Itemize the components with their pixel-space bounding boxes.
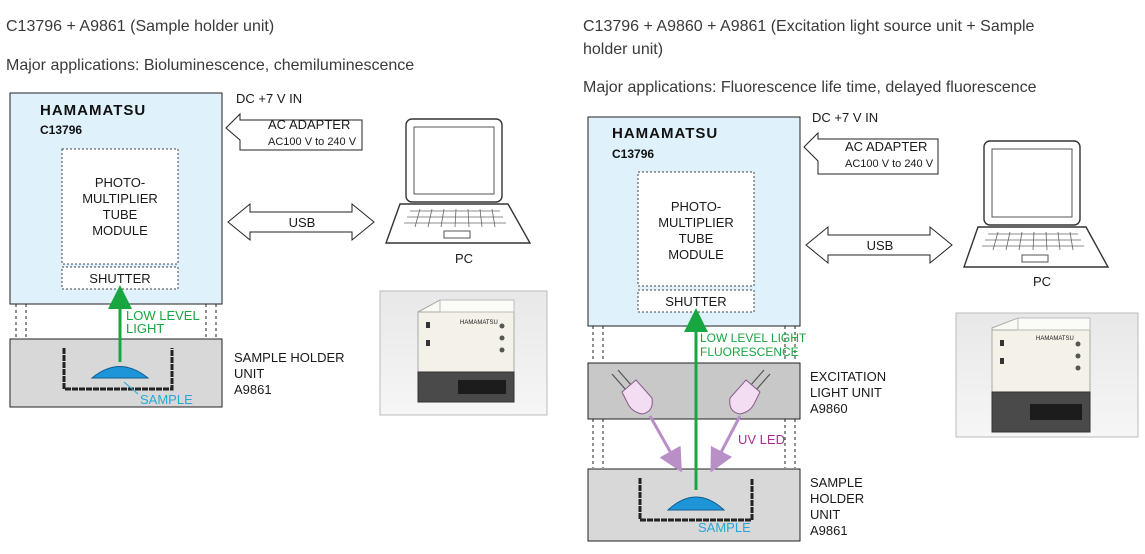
right-photo-brand: HAMAMATSU: [1036, 336, 1074, 342]
left-photo-brand: HAMAMATSU: [460, 320, 498, 326]
left-light-line-0: LOW LEVEL: [126, 308, 200, 323]
right-brand: HAMAMATSU: [612, 125, 718, 142]
left-pmt-line-3: MODULE: [92, 223, 148, 238]
right-adapter-arrow: [803, 131, 939, 175]
left-pc-label: PC: [455, 251, 473, 266]
left-sample-dish: [62, 348, 174, 391]
left-adapter-arrow: [225, 112, 363, 151]
right-dc-in: DC +7 V IN: [812, 110, 878, 125]
right-diagram: HAMAMATSU C13796 PHOTO- MULTIPLIER TUBE …: [587, 110, 1139, 542]
right-pmt-line-3: MODULE: [668, 247, 724, 262]
left-adapter-line1: AC ADAPTER: [268, 117, 350, 132]
right-title-line2: holder unit): [583, 41, 664, 58]
left-holder-line-2: A9861: [234, 382, 272, 397]
right-sample-drop: [666, 496, 726, 511]
left-brand: HAMAMATSU: [40, 102, 146, 119]
left-adapter-line2: AC100 V to 240 V: [268, 136, 357, 148]
right-light-line-1: FLUORESCENCE: [700, 345, 799, 359]
left-pmt-line-2: TUBE: [103, 207, 138, 222]
left-laptop-icon: [385, 118, 532, 244]
uv-arrow-right: [710, 415, 742, 473]
uv-led-label: UV LED: [738, 432, 785, 447]
right-pmt-line-1: MULTIPLIER: [658, 215, 734, 230]
left-model: C13796: [40, 123, 82, 137]
left-light-line-1: LIGHT: [126, 321, 164, 336]
left-pmt-line-0: PHOTO-: [95, 175, 145, 190]
left-usb-label: USB: [289, 215, 316, 230]
right-product-photo: HAMAMATSU: [955, 312, 1139, 438]
uv-arrow-left: [648, 415, 682, 473]
right-pmt-line-0: PHOTO-: [671, 199, 721, 214]
left-holder-line-1: UNIT: [234, 366, 264, 381]
right-pmt-line-2: TUBE: [679, 231, 714, 246]
right-excitation-line-0: EXCITATION: [810, 369, 886, 384]
left-product-photo: HAMAMATSU: [379, 290, 548, 416]
left-holder-line-0: SAMPLE HOLDER: [234, 350, 345, 365]
left-sample-label: SAMPLE: [140, 392, 193, 407]
right-holder-line-3: A9861: [810, 523, 848, 538]
left-sample-drop: [90, 366, 150, 379]
right-light-line-0: LOW LEVEL LIGHT: [700, 331, 807, 345]
left-dc-in: DC +7 V IN: [236, 91, 302, 106]
right-applications: Major applications: Fluorescence life ti…: [583, 79, 1037, 96]
right-holder-line-1: HOLDER: [810, 491, 864, 506]
left-diagram: HAMAMATSU C13796 PHOTO- MULTIPLIER TUBE …: [9, 91, 548, 416]
left-applications: Major applications: Bioluminescence, che…: [6, 57, 415, 74]
right-excitation-line-2: A9860: [810, 401, 848, 416]
right-model: C13796: [612, 147, 654, 161]
right-title-line1: C13796 + A9860 + A9861 (Excitation light…: [583, 18, 1035, 35]
right-sample-dish: [638, 478, 754, 522]
uv-led-right-icon: [729, 369, 771, 415]
right-pmt-module: [637, 171, 755, 287]
right-holder-line-2: UNIT: [810, 507, 840, 522]
left-title: C13796 + A9861 (Sample holder unit): [6, 18, 275, 35]
right-holder-line-0: SAMPLE: [810, 475, 863, 490]
right-sample-label: SAMPLE: [698, 520, 751, 535]
left-sample-pointer: [123, 381, 139, 395]
right-excitation-line-1: LIGHT UNIT: [810, 385, 882, 400]
right-adapter-line2: AC100 V to 240 V: [845, 158, 934, 170]
uv-led-left-icon: [611, 369, 653, 415]
left-usb-arrow: [227, 202, 375, 242]
right-usb-label: USB: [867, 238, 894, 253]
left-pmt-module: [61, 148, 179, 265]
left-shutter-label: SHUTTER: [89, 271, 150, 286]
right-usb-arrow: [805, 225, 953, 265]
right-shutter-label: SHUTTER: [665, 294, 726, 309]
right-pc-label: PC: [1033, 274, 1051, 289]
right-laptop-icon: [963, 140, 1110, 268]
right-adapter-line1: AC ADAPTER: [845, 139, 927, 154]
left-pmt-line-1: MULTIPLIER: [82, 191, 158, 206]
